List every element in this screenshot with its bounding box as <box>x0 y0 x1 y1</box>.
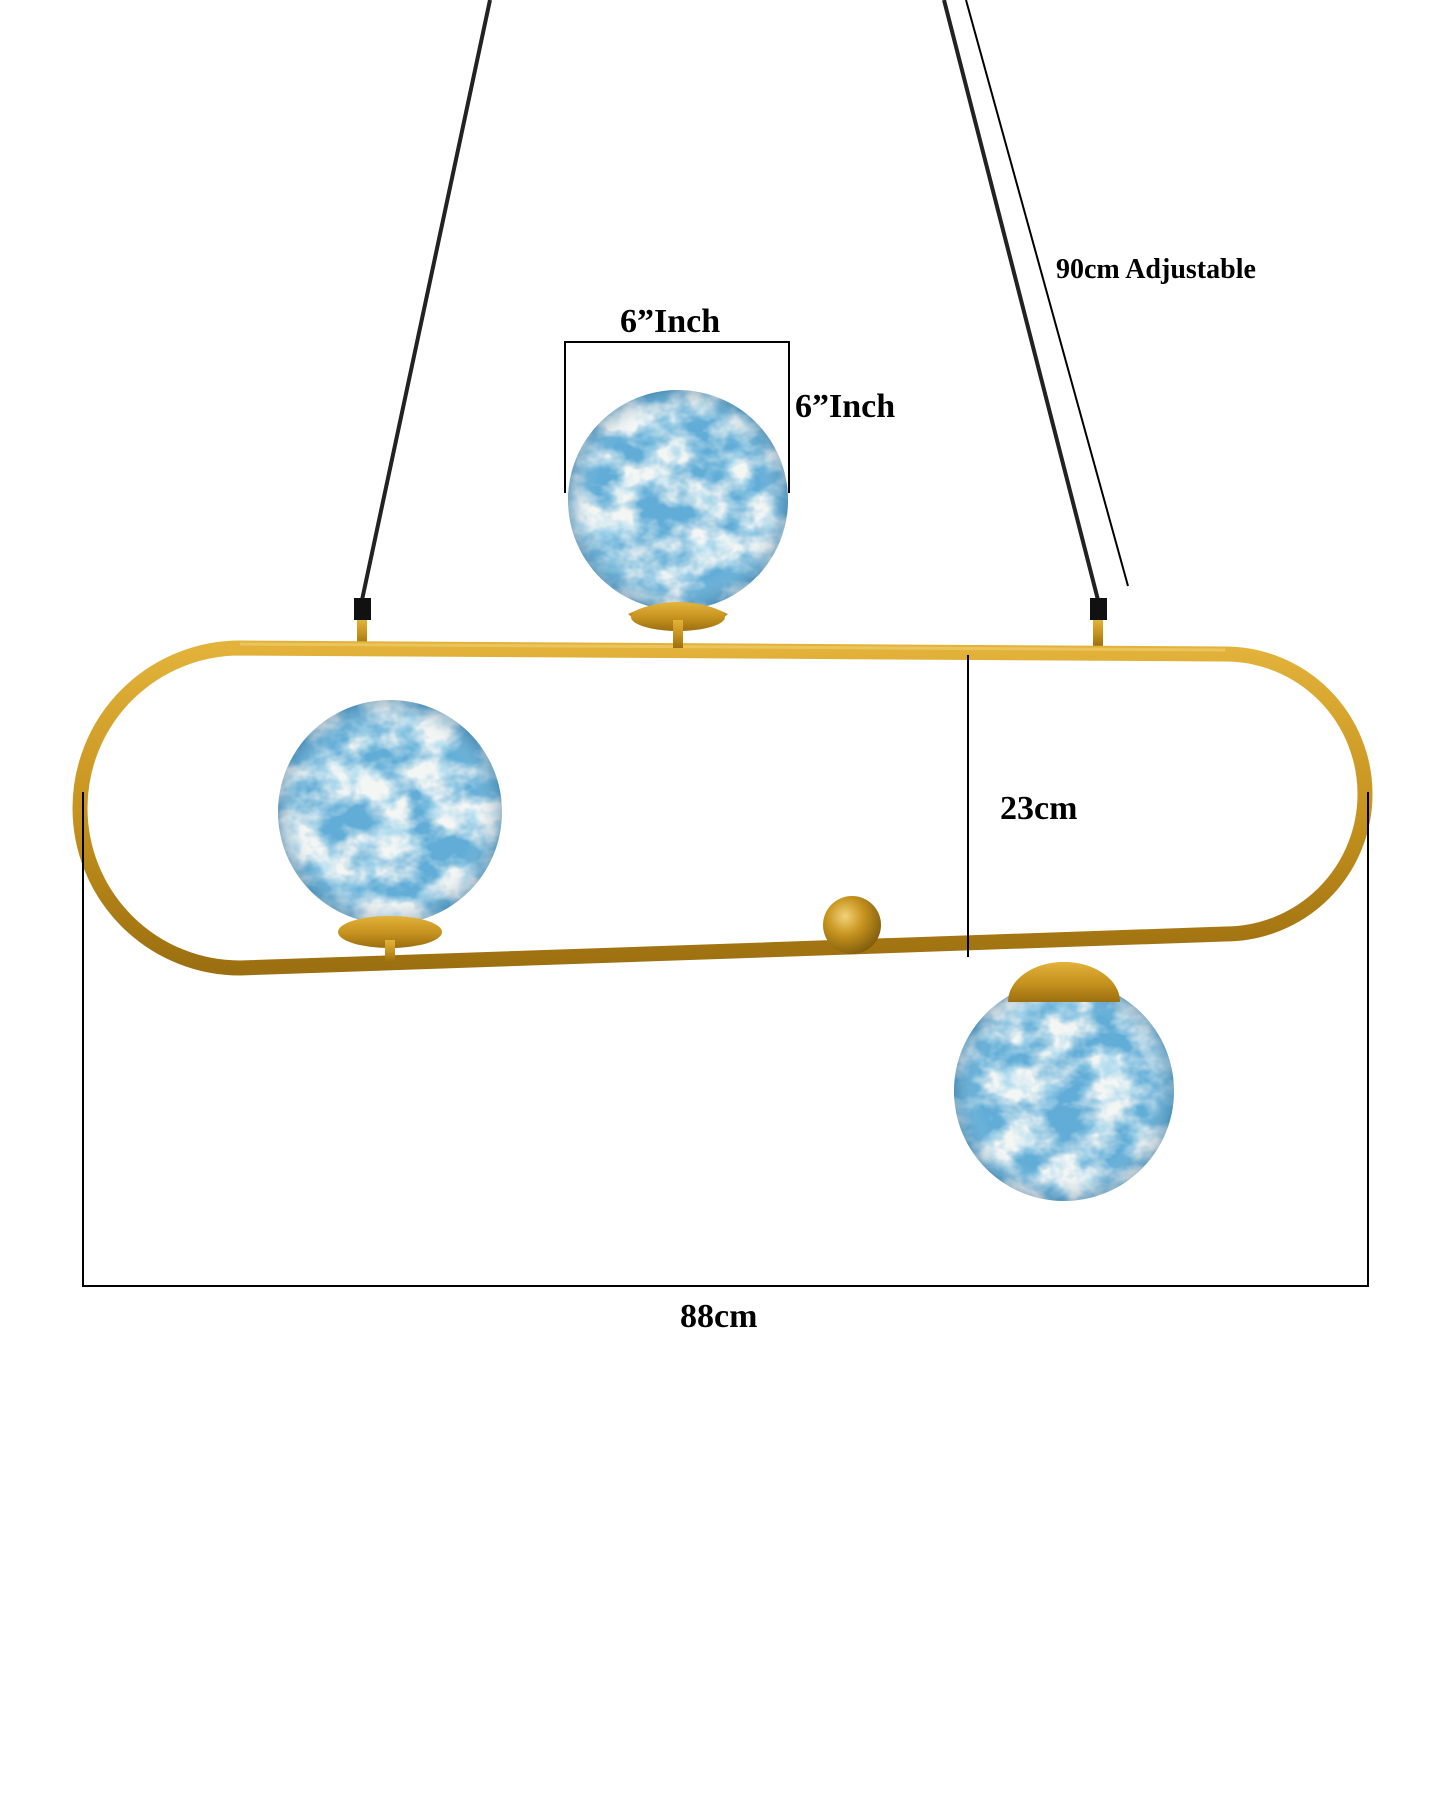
cable-left <box>360 0 492 601</box>
overall-width-label: 88cm <box>680 1298 758 1335</box>
globe-size-bracket <box>564 341 790 493</box>
marble-globe-left <box>278 700 502 962</box>
cable-dimension-line <box>965 0 1129 587</box>
cable-length-label: 90cm Adjustable <box>1056 254 1256 285</box>
cable-grip-left <box>354 598 371 620</box>
marble-globe-bottom-right <box>954 962 1174 1201</box>
cable-right <box>942 0 1100 601</box>
marble-globe-top <box>568 390 788 648</box>
cable-grip-right <box>1090 598 1107 620</box>
gold-oval-frame <box>72 640 1373 976</box>
globe-width-label: 6”Inch <box>620 303 721 340</box>
globe-height-label: 6”Inch <box>795 388 896 425</box>
canopy-stem-left <box>357 620 367 646</box>
canopy-stem-right <box>1093 620 1103 646</box>
frame-height-label: 23cm <box>1000 790 1078 827</box>
overall-width-bracket <box>82 792 1369 1287</box>
gold-ball-finial <box>823 896 881 954</box>
